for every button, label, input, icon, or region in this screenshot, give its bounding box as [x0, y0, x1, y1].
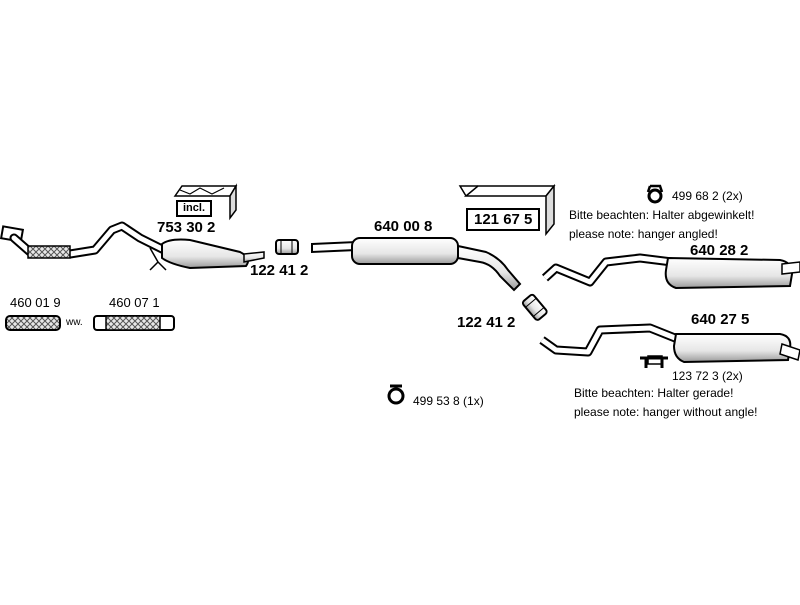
clamp-right [521, 293, 548, 321]
part-number-hanger-angled: 499 68 2 (2x) [672, 189, 743, 203]
hanger-angled-icon [646, 184, 664, 204]
flex-pipe-460019 [5, 315, 61, 331]
part-number-hanger-straight: 123 72 3 (2x) [672, 369, 743, 383]
incl-label: incl. [176, 200, 213, 217]
hanger-ring-icon [387, 384, 405, 405]
hanger-straight-icon [640, 356, 668, 368]
note-angled-de: Bitte beachten: Halter abgewinkelt! [569, 208, 755, 222]
incl-kit-box [173, 183, 238, 221]
note-straight-de: Bitte beachten: Halter gerade! [574, 386, 734, 400]
part-number-clamp-right: 122 41 2 [457, 314, 516, 331]
flex-alternative-label: ww. [66, 317, 83, 328]
note-straight-en: please note: hanger without angle! [574, 405, 758, 419]
part-number-hanger-main: 499 53 8 (1x) [413, 394, 484, 408]
part-number-center-muffler: 640 00 8 [374, 218, 433, 235]
kit-box-drawing [458, 183, 556, 237]
part-number-clamp-left: 122 41 2 [250, 262, 309, 279]
part-number-flex-b: 460 07 1 [109, 295, 160, 310]
part-number-rear-muffler-straight: 640 27 5 [691, 311, 750, 328]
part-number-catalyst: 753 30 2 [157, 219, 216, 236]
front-pipe-catalyst [0, 221, 265, 271]
rear-muffler-angled [541, 253, 800, 290]
note-angled-en: please note: hanger angled! [569, 227, 718, 241]
part-number-rear-muffler-angled: 640 28 2 [690, 242, 749, 259]
part-number-flex-a: 460 01 9 [10, 295, 61, 310]
flex-pipe-460071 [93, 315, 175, 331]
center-muffler [311, 237, 522, 292]
rear-muffler-straight [539, 323, 800, 365]
clamp-left [275, 239, 299, 255]
part-number-kit-box: 121 67 5 [466, 208, 541, 231]
